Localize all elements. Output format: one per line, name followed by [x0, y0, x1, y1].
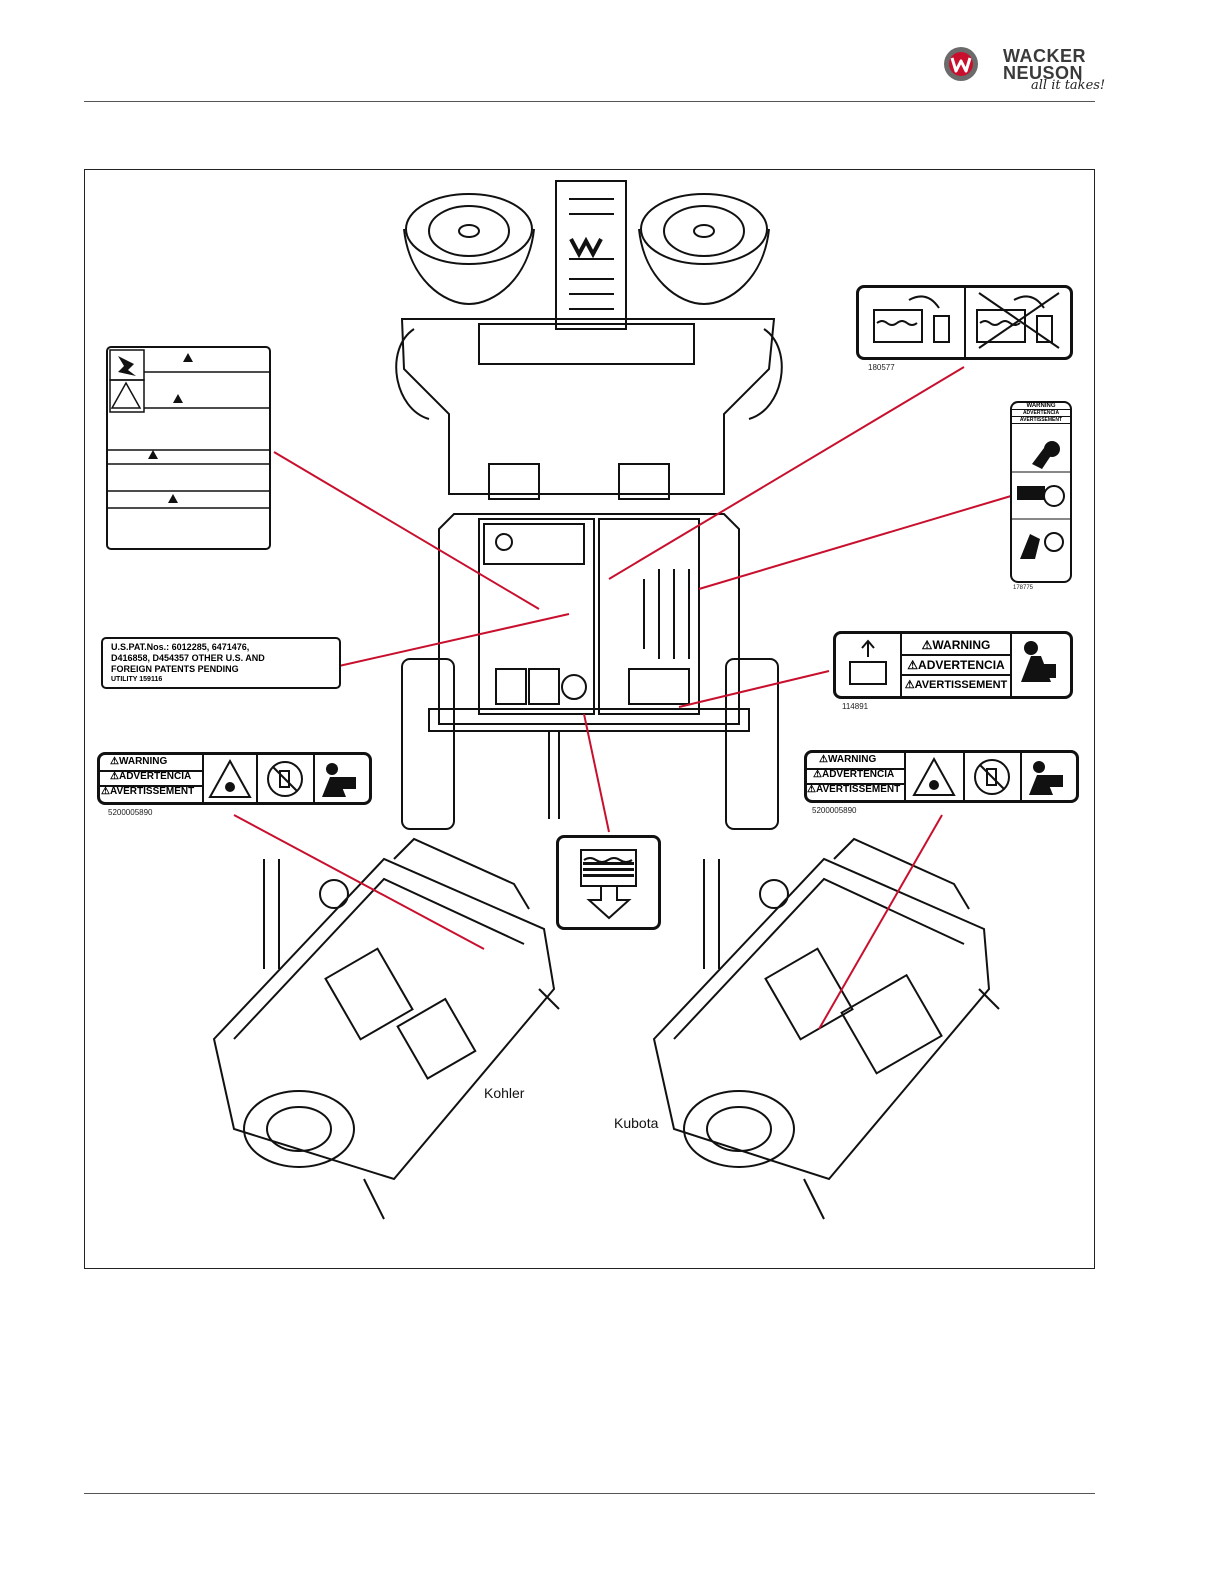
battery-decal-part-number: 114891 — [842, 702, 869, 711]
generator-safety-decal — [106, 346, 271, 550]
fuel-left-warning-en: ⚠WARNING — [110, 756, 168, 767]
fuel-left-warning-fr-text: AVERTISSEMENT — [109, 786, 195, 797]
label-location-figure — [84, 169, 1095, 1269]
patent-label-decal: U.S.PAT.Nos.: 6012285, 6471476, D416858,… — [101, 637, 341, 689]
rotating-warning-es: ADVERTENCIA — [1012, 410, 1070, 417]
brand-line1: WACKER — [1003, 46, 1086, 66]
fuel-left-warning-fr: ⚠AVERTISSEMENT — [101, 786, 195, 797]
fuel-warning-decal-right: ⚠WARNING ⚠ADVERTENCIA ⚠AVERTISSEMENT — [804, 750, 1079, 803]
fuel-right-part-number: 5200005890 — [812, 806, 857, 815]
kubota-caption: Kubota — [614, 1115, 659, 1131]
rotating-decal-part-number: 178775 — [1013, 585, 1034, 591]
header-rule — [84, 101, 1095, 102]
fuel-warning-decal-left: ⚠WARNING ⚠ADVERTENCIA ⚠AVERTISSEMENT — [97, 752, 372, 805]
fuel-right-warning-es: ⚠ADVERTENCIA — [813, 769, 895, 780]
footer-rule — [84, 1493, 1095, 1494]
battery-icon — [849, 634, 1056, 696]
battery-warning-en-text: WARNING — [932, 638, 991, 652]
patent-line-1: U.S.PAT.Nos.: 6012285, 6471476, — [111, 642, 250, 652]
battery-warning-fr-text: AVERTISSEMENT — [914, 679, 1008, 691]
battery-warning-fr: ⚠AVERTISSEMENT — [904, 679, 1008, 691]
patent-line-3: FOREIGN PATENTS PENDING — [111, 664, 239, 674]
fuel-right-warning-fr: ⚠AVERTISSEMENT — [807, 784, 901, 795]
fuel-right-warning-es-text: ADVERTENCIA — [821, 769, 895, 780]
fuel-right-warning-en: ⚠WARNING — [819, 754, 877, 765]
fuel-left-warning-es-text: ADVERTENCIA — [118, 771, 192, 782]
fuel-left-warning-es: ⚠ADVERTENCIA — [110, 771, 192, 782]
patent-line-4: UTILITY 159116 — [111, 676, 163, 683]
flammable-no-spray-icon — [100, 755, 356, 802]
kohler-caption: Kohler — [484, 1085, 525, 1101]
hand-entanglement-icon — [1012, 441, 1070, 559]
patent-line-2: D416858, D454357 OTHER U.S. AND — [111, 653, 265, 663]
fuel-left-part-number: 5200005890 — [108, 808, 153, 817]
drain-decal — [556, 835, 661, 930]
fuel-left-warning-en-text: WARNING — [118, 756, 168, 767]
brand-tagline: all it takes! — [1031, 78, 1106, 93]
rotating-warning-fr: AVERTISSEMENT — [1012, 417, 1070, 424]
fuel-right-warning-en-text: WARNING — [827, 754, 877, 765]
rotating-parts-warning-decal: WARNING ADVERTENCIA AVERTISSEMENT — [1010, 401, 1072, 583]
battery-warning-en: ⚠WARNING — [921, 638, 991, 652]
wacker-neuson-logo-icon — [944, 47, 978, 81]
battery-warning-es-text: ADVERTENCIA — [918, 658, 1005, 672]
brand-line2: NEUSON — [1003, 63, 1084, 83]
electrocution-explosion-icon — [108, 349, 269, 509]
drain-icon — [580, 849, 637, 920]
battery-warning-es: ⚠ADVERTENCIA — [907, 658, 1005, 672]
coolant-level-decal — [856, 285, 1073, 360]
battery-warning-decal: ⚠WARNING ⚠ADVERTENCIA ⚠AVERTISSEMENT — [833, 631, 1073, 699]
flammable-no-spray-icon-right — [807, 753, 1063, 800]
coolant-decal-part-number: 180577 — [868, 363, 895, 372]
coolant-reservoir-icon — [873, 288, 1060, 357]
machine-illustration — [212, 180, 1012, 1220]
rotating-warning-en: WARNING — [1012, 403, 1070, 410]
fuel-right-warning-fr-text: AVERTISSEMENT — [815, 784, 901, 795]
